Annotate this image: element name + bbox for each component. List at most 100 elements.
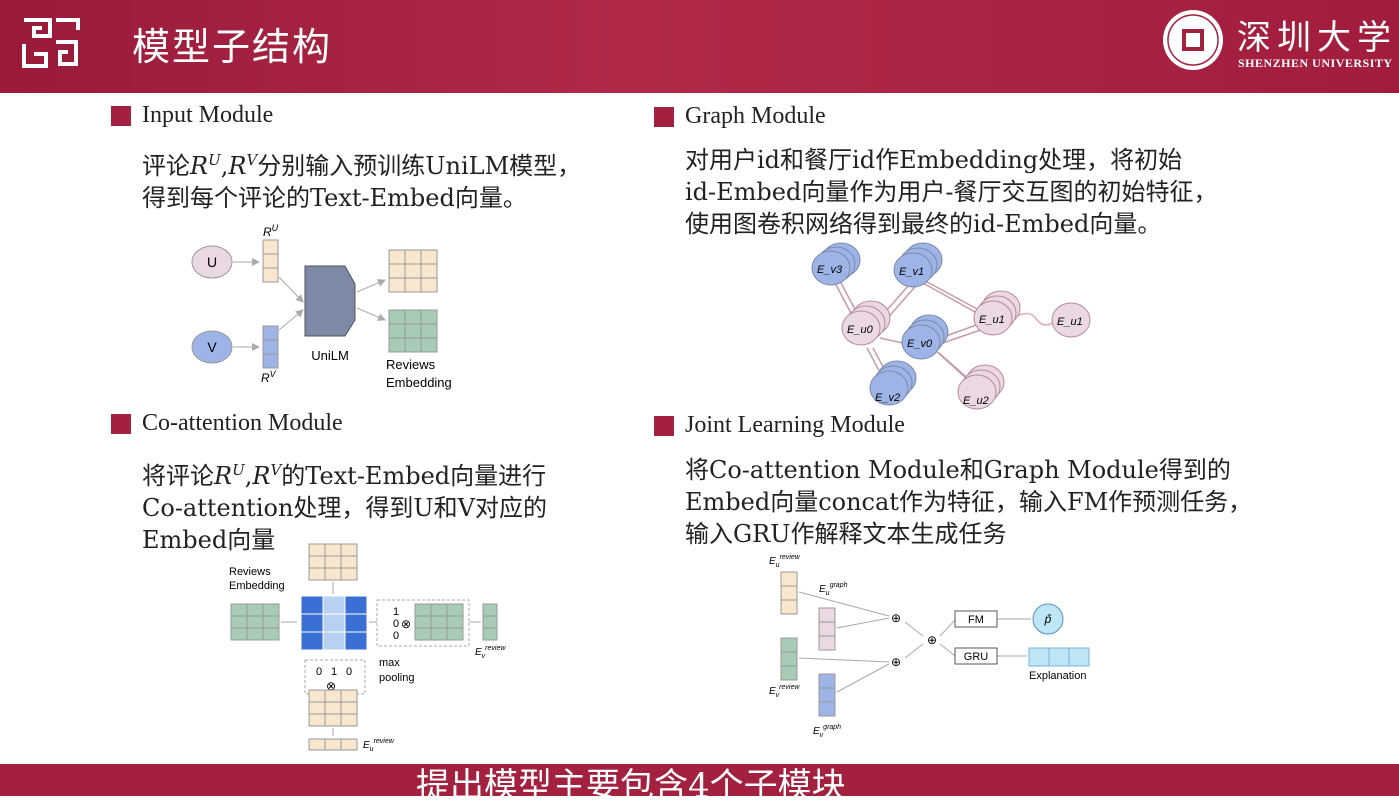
graph-module-line-1: 对用户id和餐厅id作Embedding处理，将初始 (685, 146, 1183, 174)
graph-module-text: 对用户id和餐厅id作Embedding处理，将初始 id-Embed向量作为用… (685, 144, 1217, 240)
header-banner: 模型子结构 深圳大学 SHENZHEN UNIVERSITY (0, 0, 1399, 93)
svg-text:E_u0: E_u0 (847, 324, 874, 336)
prediction-node (1032, 603, 1064, 635)
coatt-affinity-matrix (300, 595, 368, 651)
joint-ev-review-label: Evreview (769, 684, 800, 699)
joint-module-text: 将Co-attention Module和Graph Module得到的 Emb… (685, 454, 1252, 550)
fm-box (954, 610, 998, 628)
graph-node-ev3: E_v3 (811, 242, 861, 286)
coatt-module-diagram: Reviews Embedding 1 0 0 ⊗ Evreview max p… (229, 543, 506, 753)
oplus-v-icon: ⊕ (891, 655, 901, 669)
gru-box (954, 647, 998, 665)
reviews-embedding-grid-top (388, 249, 438, 293)
input-module-line-2: 得到每个评论的Text-Embed向量。 (142, 184, 527, 212)
coatt-ev-vector (482, 603, 498, 641)
coatt-right-grid (414, 603, 464, 641)
input-module-text: 评论RU,RV分别输入预训练UniLM模型， 得到每个评论的Text-Embed… (142, 144, 581, 214)
joint-module-line-3: 输入GRU作解释文本生成任务 (685, 520, 1007, 548)
svg-text:0: 0 (346, 666, 352, 678)
coatt-bottom-box (304, 659, 366, 695)
graph-node-eu1-target: E_u1 (1051, 302, 1091, 338)
gru-label: GRU (964, 651, 989, 663)
joint-eu-review-vector (780, 571, 798, 615)
coatt-module-heading: Co-attention Module (142, 410, 343, 436)
ru-vector (262, 239, 279, 283)
embedding-label: Embedding (386, 375, 452, 390)
coatt-right-box (376, 599, 470, 647)
oplus-u-icon: ⊕ (891, 611, 901, 625)
university-logo-icon (22, 18, 80, 68)
svg-text:E_u1: E_u1 (1057, 316, 1083, 328)
graph-node-ev0: E_v0 (901, 314, 949, 360)
svg-text:E_u1: E_u1 (979, 314, 1005, 326)
svg-text:0: 0 (393, 630, 399, 642)
university-seal-icon (1163, 10, 1223, 70)
university-name-en: SHENZHEN UNIVERSITY (1238, 56, 1393, 70)
joint-module-heading: Joint Learning Module (685, 412, 905, 438)
graph-node-ev2: E_v2 (869, 360, 917, 406)
coatt-module-line-3: Embed向量 (142, 526, 276, 554)
coatt-input-grid (230, 603, 280, 641)
coatt-module-line-1: 将评论RU,RV的Text-Embed向量进行 (142, 461, 547, 490)
user-node-label: U (207, 254, 217, 270)
prediction-label: p̂ (1044, 612, 1052, 626)
restaurant-node (191, 330, 233, 364)
coatt-top-grid (308, 543, 358, 581)
user-node (191, 245, 233, 279)
coatt-max-label: max (379, 657, 400, 669)
svg-text:E_v0: E_v0 (907, 338, 933, 350)
svg-text:⊗: ⊗ (401, 617, 411, 631)
unilm-block (304, 265, 356, 337)
coatt-bullet-icon (111, 414, 131, 434)
input-module-heading: Input Module (142, 102, 274, 128)
graph-module-line-3: 使用图卷积网络得到最终的id-Embed向量。 (685, 210, 1162, 238)
joint-module-diagram: Eureview Eugraph Evreview Evgraph ⊕ ⊕ ⊕ … (769, 554, 1090, 739)
graph-module-line-2: id-Embed向量作为用户-餐厅交互图的初始特征， (685, 178, 1218, 206)
svg-text:0: 0 (393, 618, 399, 630)
svg-text:1: 1 (331, 666, 337, 678)
joint-ev-graph-vector (818, 673, 836, 717)
reviews-embedding-grid-bottom (388, 309, 438, 353)
unilm-label: UniLM (311, 348, 349, 363)
coatt-module-text: 将评论RU,RV的Text-Embed向量进行 Co-attention处理，得… (142, 454, 547, 556)
page-title: 模型子结构 (132, 25, 333, 69)
graph-node-eu0: E_u0 (841, 300, 891, 346)
graph-module-diagram: E_v3 E_v1 E_u0 E_v0 E_u1 E_u1 E_v2 (811, 242, 1091, 410)
coatt-embedding-label: Embedding (229, 580, 285, 592)
joint-bullet-icon (654, 416, 674, 436)
coatt-module-line-2: Co-attention处理，得到U和V对应的 (142, 494, 547, 522)
rv-vector (262, 325, 279, 369)
restaurant-node-label: V (207, 339, 217, 355)
svg-text:1: 1 (393, 606, 399, 618)
input-module-diagram: U V RU RV UniLM Reviews Embedding (191, 223, 452, 390)
reviews-label: Reviews (386, 357, 436, 372)
graph-node-eu2: E_u2 (957, 364, 1005, 410)
coatt-ev-label: Evreview (475, 645, 506, 660)
input-module-line-1: 评论RU,RV分别输入预训练UniLM模型， (142, 151, 582, 180)
svg-text:0: 0 (316, 666, 322, 678)
svg-text:E_v1: E_v1 (899, 266, 924, 278)
input-bullet-icon (111, 106, 131, 126)
graph-module-heading: Graph Module (685, 103, 826, 129)
coatt-eu-label: Eureview (363, 738, 395, 753)
joint-ev-review-vector (780, 637, 798, 681)
svg-text:E_v3: E_v3 (817, 264, 843, 276)
ru-label: RU (263, 223, 279, 239)
svg-text:⊗: ⊗ (326, 679, 336, 693)
rv-label: RV (261, 369, 277, 385)
coatt-pooling-label: pooling (379, 672, 414, 684)
joint-eu-review-label: Eureview (769, 554, 801, 569)
subtitle-caption: 提出模型主要包含4个子模块 (416, 766, 846, 806)
graph-node-eu1: E_u1 (973, 290, 1021, 336)
graph-node-ev1: E_v1 (893, 242, 943, 288)
coatt-bottom-grid (308, 689, 358, 727)
fm-label: FM (968, 614, 984, 626)
coatt-eu-vector (308, 738, 358, 751)
joint-eu-graph-label: Eugraph (819, 582, 848, 597)
university-name-cn: 深圳大学 (1237, 18, 1397, 58)
explanation-vector (1028, 647, 1090, 667)
joint-module-line-1: 将Co-attention Module和Graph Module得到的 (685, 456, 1231, 484)
oplus-concat-icon: ⊕ (927, 633, 937, 647)
joint-eu-graph-vector (818, 607, 836, 651)
joint-ev-graph-label: Evgraph (813, 724, 841, 739)
